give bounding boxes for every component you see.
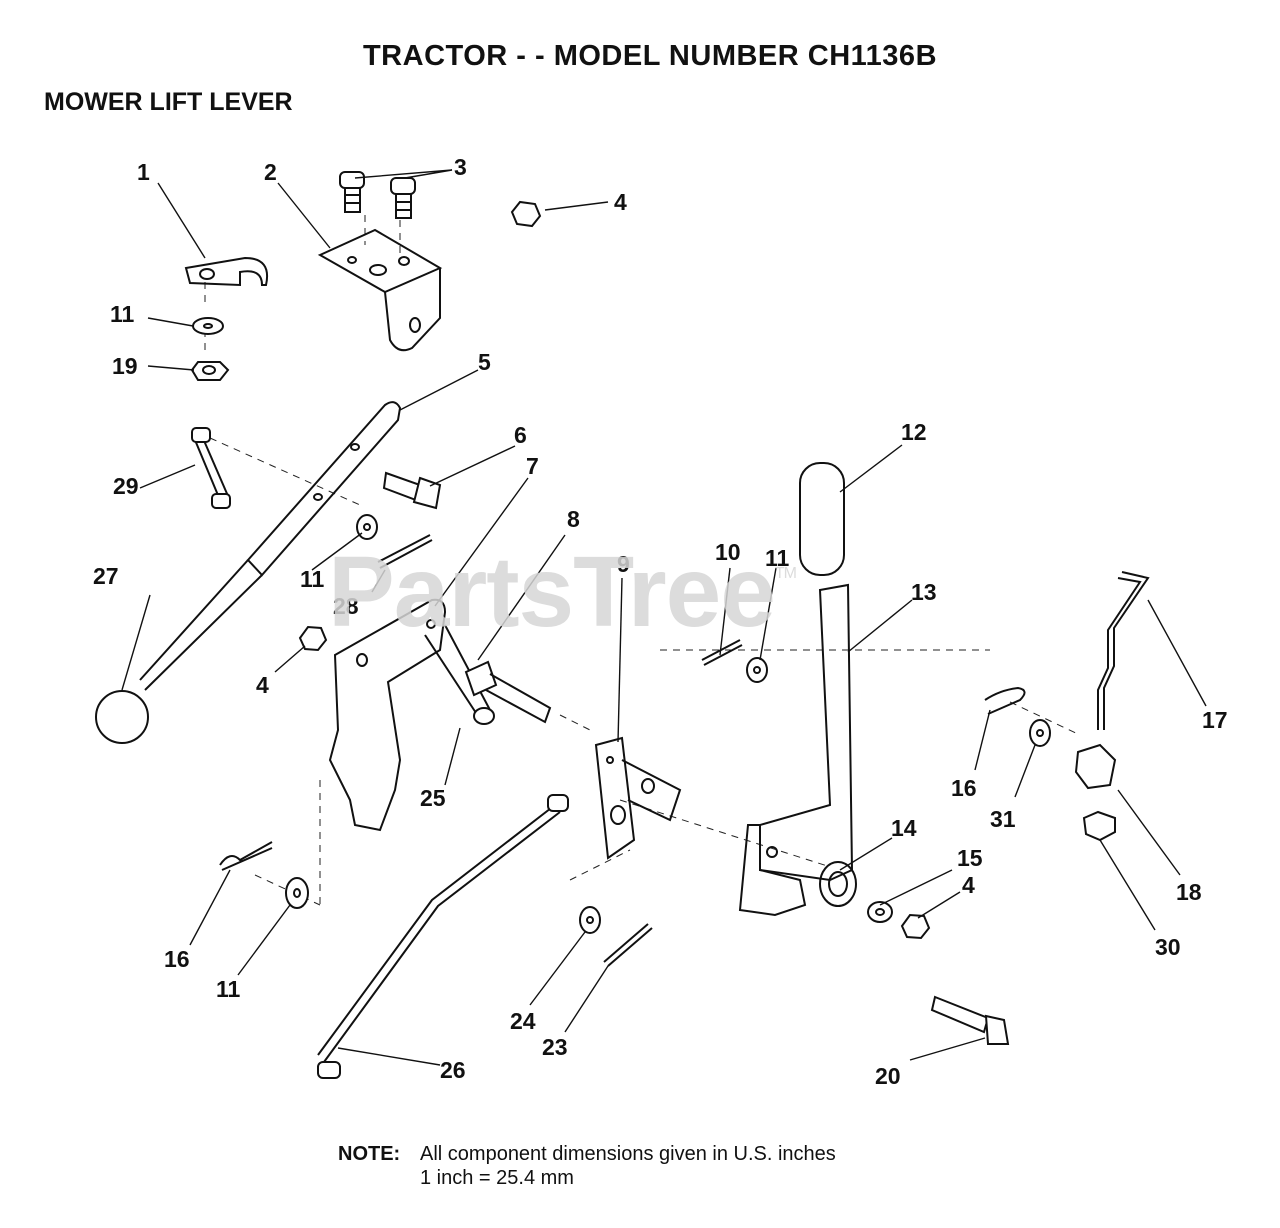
dimension-note: NOTE: All component dimensions given in U… <box>338 1142 836 1190</box>
callout-27: 27 <box>93 563 119 589</box>
callout-23: 23 <box>542 1034 568 1060</box>
callout-16-a: 16 <box>951 775 977 801</box>
callout-4-b: 4 <box>962 872 975 898</box>
callout-19: 19 <box>112 353 138 379</box>
watermark-logo: PartsTreeTM <box>328 535 797 650</box>
part-12-grip <box>799 462 845 576</box>
callout-28: 28 <box>333 593 359 619</box>
callout-31: 31 <box>990 806 1016 832</box>
part-13-lever <box>738 583 854 917</box>
part-3-bolts <box>339 171 416 219</box>
callout-6: 6 <box>514 422 527 448</box>
trademark-mark: TM <box>774 565 797 582</box>
callout-15: 15 <box>957 845 983 871</box>
callout-3: 3 <box>454 154 467 180</box>
callout-7: 7 <box>526 453 539 479</box>
callout-9: 9 <box>617 551 630 577</box>
part-6-bolt <box>382 471 442 510</box>
part-27-knob <box>95 690 149 744</box>
part-5-lift-arm <box>139 401 402 691</box>
callout-26: 26 <box>440 1057 466 1083</box>
callout-16-b: 16 <box>164 946 190 972</box>
callout-5: 5 <box>478 349 491 375</box>
note-line-1: All component dimensions given in U.S. i… <box>420 1143 836 1165</box>
part-9-bracket <box>594 736 682 860</box>
callout-12: 12 <box>901 419 927 445</box>
callout-17: 17 <box>1202 707 1228 733</box>
callout-10: 10 <box>715 539 741 565</box>
callout-20: 20 <box>875 1063 901 1089</box>
callout-11-b: 11 <box>110 301 135 327</box>
part-17-rod <box>1097 571 1150 730</box>
callout-8: 8 <box>567 506 580 532</box>
callout-30: 30 <box>1155 934 1181 960</box>
section-title: MOWER LIFT LEVER <box>44 88 293 116</box>
callout-13: 13 <box>911 579 937 605</box>
part-26-rod <box>317 794 569 1079</box>
cotter-pins <box>377 534 743 967</box>
note-line-2: 1 inch = 25.4 mm <box>420 1167 574 1189</box>
leader-lines <box>121 169 1207 1066</box>
part-7-plate <box>328 598 447 832</box>
washers <box>190 317 1051 934</box>
callout-11-d: 11 <box>216 976 241 1002</box>
part-16-pins <box>219 686 1026 871</box>
watermark-text: PartsTree <box>328 536 776 648</box>
part-2-bracket <box>317 228 443 352</box>
callout-4-c: 4 <box>256 672 269 698</box>
part-29-link <box>191 427 231 509</box>
callout-2: 2 <box>264 159 277 185</box>
callout-18: 18 <box>1176 879 1202 905</box>
part-18-fitting <box>1074 743 1117 842</box>
part-25-spacer <box>424 624 495 725</box>
part-8-bolt <box>464 660 552 724</box>
alignment-lines <box>204 215 1081 910</box>
page-title: TRACTOR - - MODEL NUMBER CH1136B <box>362 40 938 72</box>
part-20-bolt <box>930 995 1010 1045</box>
callout-24: 24 <box>510 1008 536 1034</box>
callout-numbers: 1 2 3 4 5 6 7 8 9 10 11 11 11 11 12 13 1… <box>93 154 1228 1089</box>
note-label: NOTE: <box>338 1143 401 1165</box>
callout-29: 29 <box>113 473 139 499</box>
part-1-clip <box>184 256 268 287</box>
callout-1: 1 <box>137 159 150 185</box>
callout-25: 25 <box>420 785 446 811</box>
callout-11-a: 11 <box>765 545 790 571</box>
callout-14: 14 <box>891 815 917 841</box>
callout-4: 4 <box>614 189 627 215</box>
part-4-nuts <box>298 200 931 940</box>
callout-11-c: 11 <box>300 566 325 592</box>
